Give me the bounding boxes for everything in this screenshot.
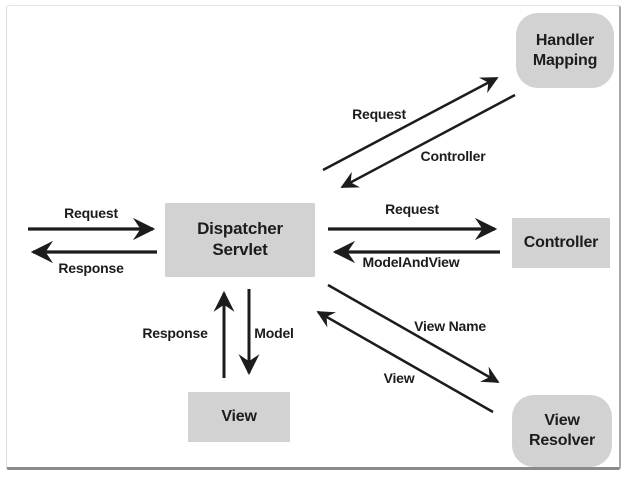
edge-label-model-to-view: Model <box>254 325 294 341</box>
edge-label-request-to-controller: Request <box>385 201 439 217</box>
node-handler-mapping-label-line2: Mapping <box>532 51 598 69</box>
edge-label-controller-from-handler-mapping: Controller <box>420 148 486 164</box>
node-controller: Controller <box>512 218 610 268</box>
edge-label-modelandview: ModelAndView <box>362 254 460 270</box>
node-view-label: View <box>221 408 257 426</box>
arrow-request-to-handler-mapping <box>322 76 499 172</box>
node-dispatcher-servlet-label-line2: Servlet <box>212 240 268 259</box>
figure-frame <box>6 5 621 470</box>
node-view-resolver-label-line2: Resolver <box>529 432 595 449</box>
node-handler-mapping: Handler Mapping <box>516 13 614 88</box>
node-dispatcher-servlet-label-line1: Dispatcher <box>197 219 283 239</box>
edge-label-view-name: View Name <box>414 318 486 334</box>
node-view-resolver: View Resolver <box>512 395 612 467</box>
edge-label-request-to-handler-mapping: Request <box>352 106 406 122</box>
edge-label-response-out: Response <box>58 260 124 276</box>
arrow-view-name-to-resolver <box>327 283 500 384</box>
arrow-view-from-resolver <box>316 310 494 414</box>
node-controller-label: Controller <box>523 234 599 252</box>
edge-label-request-in: Request <box>64 205 118 221</box>
node-view-resolver-label-line1: View <box>544 412 580 430</box>
arrow-controller-from-handler-mapping <box>340 93 516 189</box>
node-view: View <box>188 392 290 442</box>
node-handler-mapping-label-line1: Handler <box>535 31 595 49</box>
edge-label-response-from-view: Response <box>142 325 208 341</box>
node-dispatcher-servlet: Dispatcher Servlet <box>165 203 315 277</box>
edge-label-view-return: View <box>383 370 415 386</box>
